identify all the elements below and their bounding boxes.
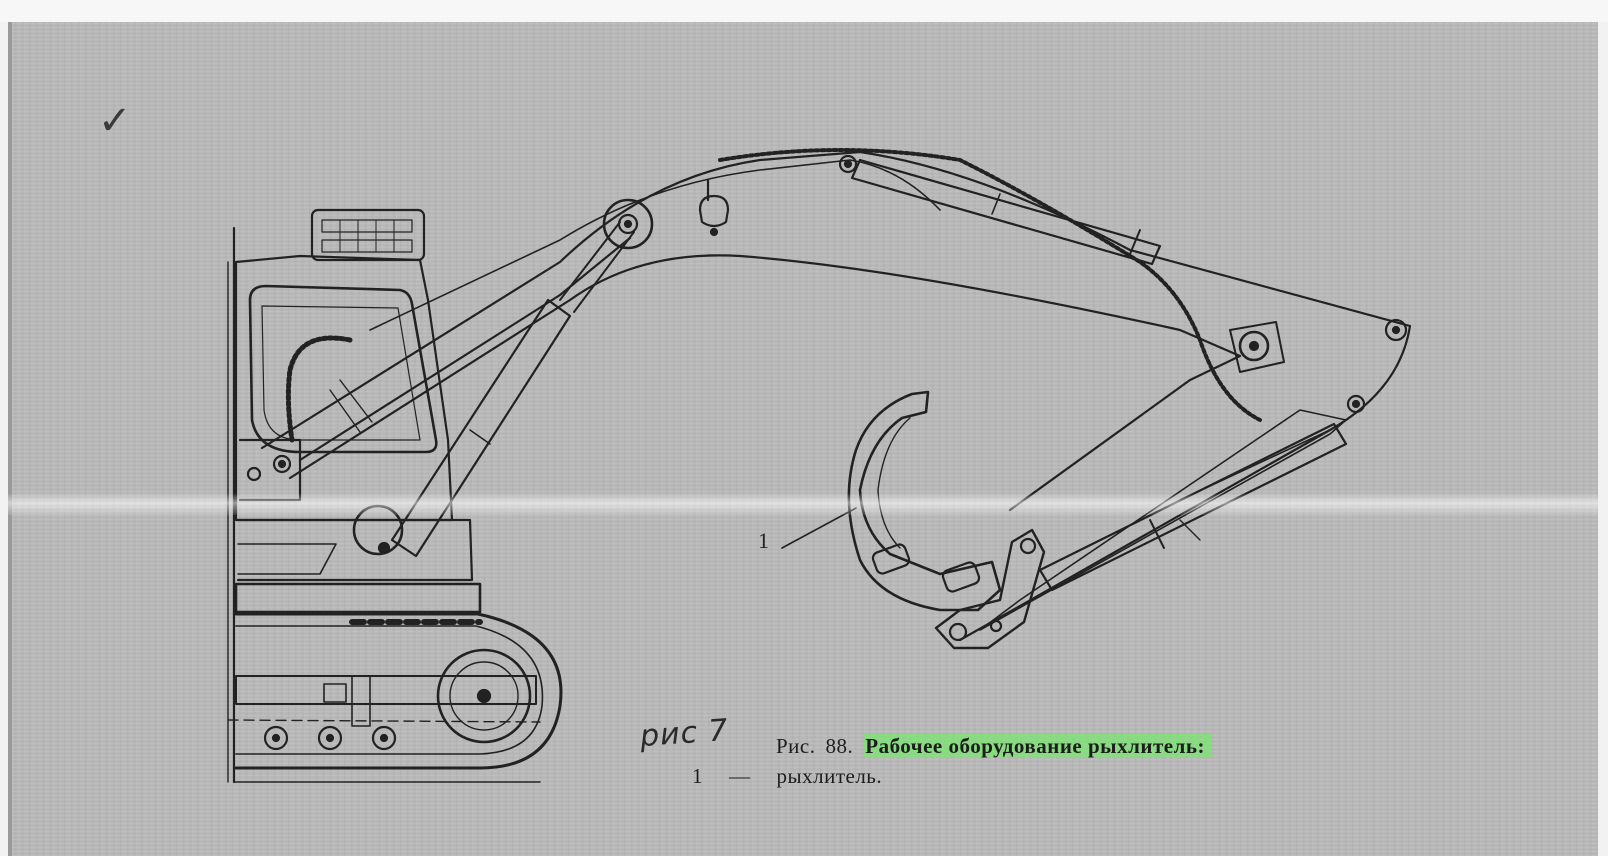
figure-caption: Рис. 88. Рабочее оборудование рыхлитель: xyxy=(776,734,1211,759)
figure-title: Рабочее оборудование рыхлитель: xyxy=(863,734,1211,758)
ripper-tooth xyxy=(847,390,1046,650)
boom xyxy=(260,148,1412,480)
turret xyxy=(234,438,482,614)
callout-label: 1 xyxy=(758,528,769,553)
scan-artifact-streak xyxy=(8,493,1598,515)
legend-number: 1 xyxy=(692,764,703,788)
cabin xyxy=(234,208,454,522)
figure-legend-item: 1 — рыхлитель. xyxy=(692,764,882,789)
boom-cylinder xyxy=(390,221,635,558)
legend-text: рыхлитель. xyxy=(776,764,883,788)
handwritten-note: рис 7 xyxy=(638,712,730,755)
ripper-cylinder xyxy=(1038,422,1348,592)
scan-margin xyxy=(0,0,1608,22)
stick xyxy=(958,324,1412,642)
figure-label: Рис. xyxy=(776,734,816,758)
figure-number: 88. xyxy=(825,734,854,758)
stick-cylinder xyxy=(838,154,1162,266)
crawler-track xyxy=(227,612,563,770)
page-edge xyxy=(8,22,12,856)
handwritten-check-mark: ✓ xyxy=(98,98,132,144)
legend-dash: — xyxy=(729,764,751,788)
